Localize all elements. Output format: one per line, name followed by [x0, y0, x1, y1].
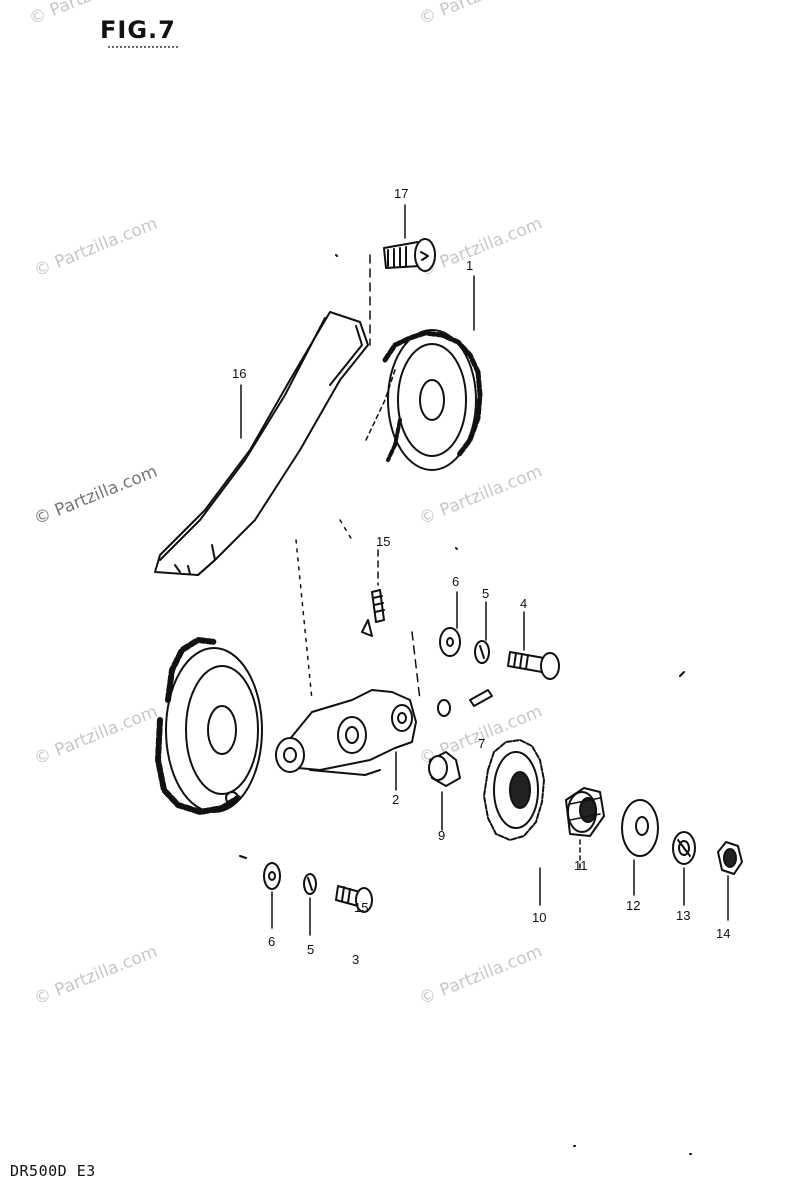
part-7-pin	[437, 689, 493, 717]
model-code: DR500D E3	[10, 1162, 96, 1180]
callout-13: 13	[676, 908, 690, 923]
callout-2: 2	[392, 792, 399, 807]
part-15-screw	[361, 589, 385, 637]
callout-17: 17	[394, 186, 408, 201]
part-10-idler-sprocket	[483, 739, 545, 841]
leader-lines	[240, 204, 729, 936]
callout-9: 9	[438, 828, 445, 843]
part-11-needle-bearing	[565, 787, 605, 837]
callout-14: 14	[716, 926, 730, 941]
part-17-bolt	[383, 238, 436, 272]
part-6-washer-upper	[439, 627, 461, 657]
callout-1: 1	[466, 258, 473, 273]
part-5-lockwasher-lower	[303, 873, 317, 895]
callout-6-lower: 6	[268, 934, 275, 949]
callout-5: 5	[482, 586, 489, 601]
callout-10: 10	[532, 910, 546, 925]
figure-subtitle-rule	[108, 46, 178, 50]
part-3-bolt	[335, 885, 373, 913]
callout-labels: 17 1 16 15 6 5 4 7 2 9 11 15 10 12 13 14…	[232, 186, 730, 967]
part-6-washer-lower	[263, 862, 281, 890]
part-5-lockwasher-upper	[474, 640, 490, 664]
callout-11: 11	[574, 858, 588, 873]
part-12-washer	[621, 799, 659, 857]
part-4-bolt	[507, 651, 560, 680]
cam-chain-outline	[295, 519, 353, 701]
part-9-collar	[428, 751, 461, 787]
callout-3: 3	[352, 952, 359, 967]
callout-6: 6	[452, 574, 459, 589]
callout-4: 4	[520, 596, 527, 611]
callout-15: 15	[376, 534, 390, 549]
figure-title: FIG.7	[100, 16, 176, 44]
part-1-cam-sprocket	[365, 329, 483, 471]
part-14-nut	[717, 841, 743, 875]
part-13-lockwasher	[672, 831, 696, 865]
part-lower-sprocket	[155, 637, 263, 815]
callout-7: 7	[478, 736, 485, 751]
callout-12: 12	[626, 898, 640, 913]
part-2-tensioner-body	[275, 689, 417, 776]
part-16-chain-guide	[154, 311, 369, 576]
callout-15-lower: 15	[354, 900, 368, 915]
callout-5-lower: 5	[307, 942, 314, 957]
callout-16: 16	[232, 366, 246, 381]
scan-marks	[239, 254, 692, 1155]
